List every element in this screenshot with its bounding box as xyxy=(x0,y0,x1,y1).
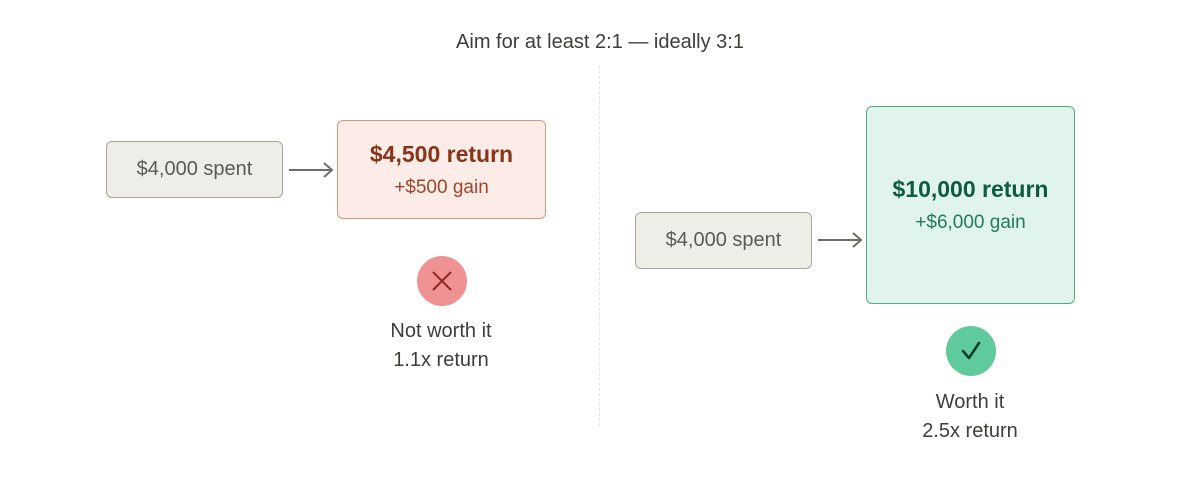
spent-box: $4,000 spent xyxy=(635,212,812,269)
multiple-label: 2.5x return xyxy=(922,420,1018,442)
verdict-caption: Worth it 2.5x return xyxy=(870,388,1070,446)
return-box: $10,000 return +$6,000 gain xyxy=(866,106,1075,304)
spent-label: $4,000 spent xyxy=(136,158,253,180)
verdict-label: Not worth it xyxy=(390,320,492,342)
multiple-label: 1.1x return xyxy=(393,349,489,371)
center-divider xyxy=(599,66,600,426)
gain-label: +$6,000 gain xyxy=(915,212,1026,233)
verdict-caption: Not worth it 1.1x return xyxy=(341,317,541,375)
spent-box: $4,000 spent xyxy=(106,141,283,198)
spent-label: $4,000 spent xyxy=(665,229,782,251)
verdict-label: Worth it xyxy=(935,391,1005,413)
return-box: $4,500 return +$500 gain xyxy=(337,120,546,219)
check-icon xyxy=(946,326,996,376)
arrow-icon xyxy=(818,232,863,248)
diagram-title: Aim for at least 2:1 — ideally 3:1 xyxy=(456,31,744,53)
x-icon xyxy=(417,256,467,306)
return-label: $10,000 return xyxy=(892,176,1049,202)
gain-label: +$500 gain xyxy=(394,176,489,198)
arrow-icon xyxy=(289,162,334,178)
return-label: $4,500 return xyxy=(369,140,514,167)
